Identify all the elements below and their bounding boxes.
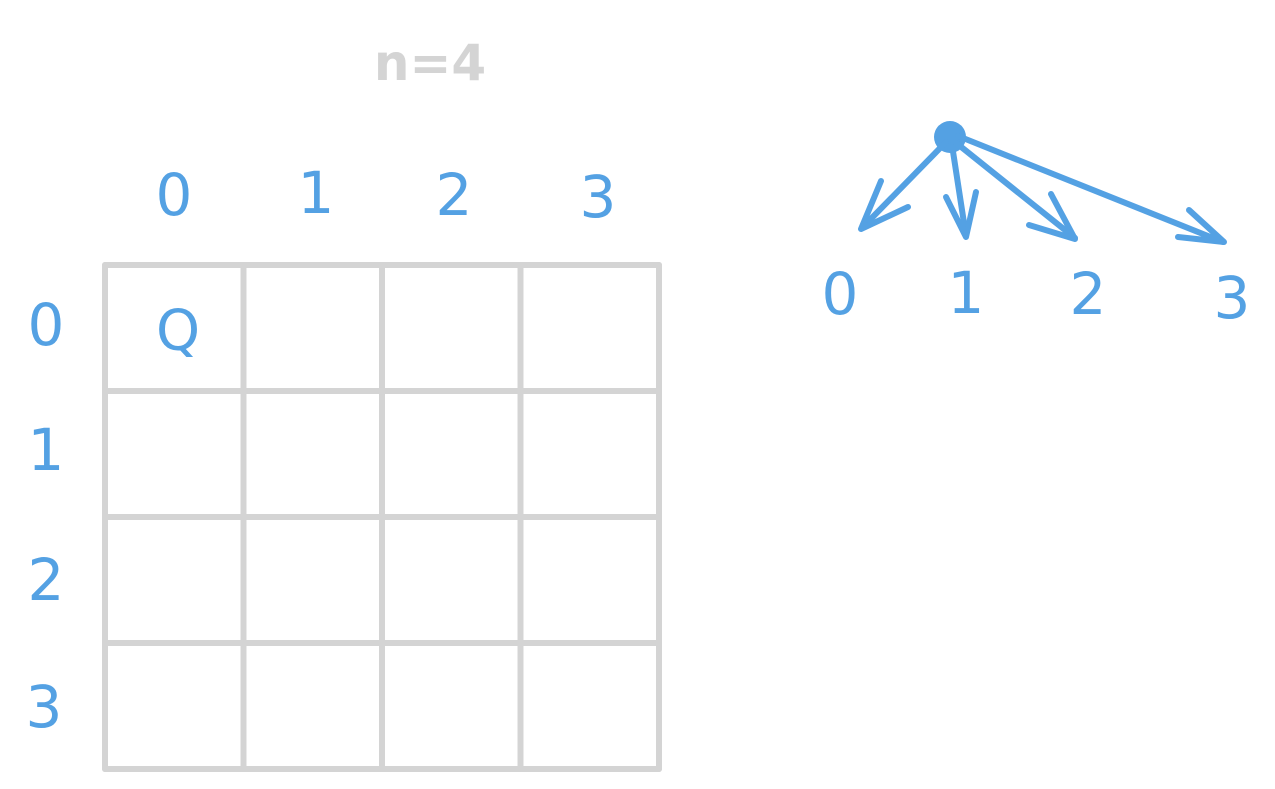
column-label-0: 0 bbox=[156, 161, 193, 229]
row-label-2: 2 bbox=[28, 546, 65, 614]
decision-tree: 0 1 2 3 bbox=[822, 121, 1251, 332]
row-label-3: 3 bbox=[26, 673, 63, 741]
row-label-1: 1 bbox=[28, 416, 65, 484]
tree-edge-0 bbox=[858, 139, 949, 232]
row-label-0: 0 bbox=[28, 291, 65, 359]
column-label-3: 3 bbox=[580, 163, 617, 231]
tree-child-label-2: 2 bbox=[1070, 260, 1107, 328]
tree-edge-1 bbox=[943, 142, 979, 240]
row-labels: 0 1 2 3 bbox=[26, 291, 65, 741]
column-label-1: 1 bbox=[298, 159, 335, 227]
tree-child-label-3: 3 bbox=[1214, 264, 1251, 332]
column-label-2: 2 bbox=[436, 161, 473, 229]
tree-child-label-0: 0 bbox=[822, 260, 859, 328]
tree-edge-2 bbox=[952, 139, 1078, 242]
queen-marker: Q bbox=[156, 299, 200, 364]
chessboard bbox=[102, 262, 662, 772]
tree-edge-3 bbox=[955, 133, 1227, 245]
tree-child-label-1: 1 bbox=[948, 259, 985, 327]
column-labels: 0 1 2 3 bbox=[156, 159, 617, 231]
diagram-title: n=4 bbox=[374, 34, 486, 92]
